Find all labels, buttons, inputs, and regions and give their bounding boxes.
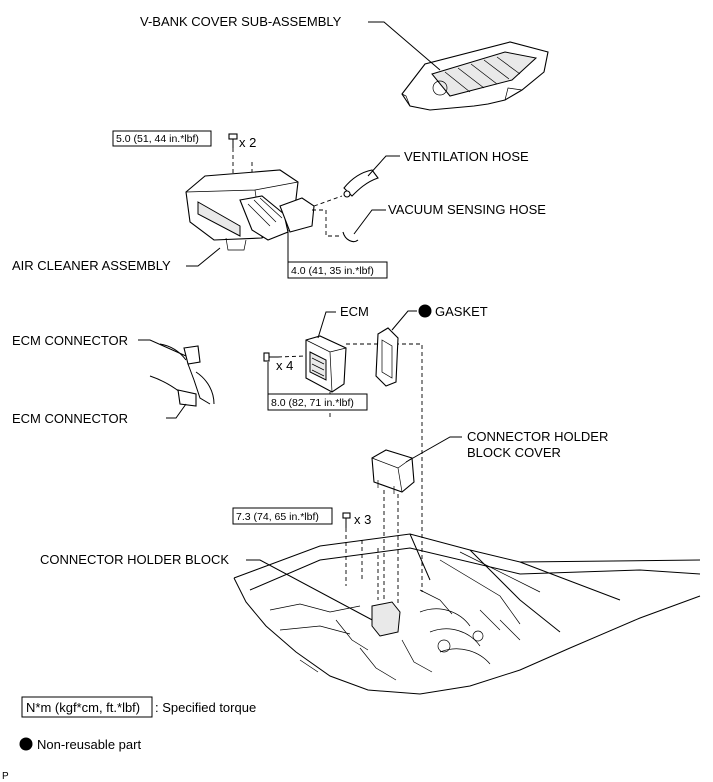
quantity-3: x 4	[276, 358, 293, 373]
ecm-connector-illustration	[149, 343, 215, 407]
label-chb-cover-2: BLOCK COVER	[467, 445, 561, 460]
label-chb: CONNECTOR HOLDER BLOCK	[40, 552, 229, 567]
ventilation-hose-illustration	[343, 169, 379, 198]
torque-value-3: 8.0 (82, 71 in.*lbf)	[271, 397, 354, 409]
ecm-illustration	[305, 335, 347, 393]
corner-mark: P	[2, 771, 9, 782]
gasket-illustration	[375, 327, 399, 387]
torque-value-4: 7.3 (74, 65 in.*lbf)	[236, 511, 319, 523]
engine-bay-illustration	[233, 533, 701, 695]
bolt-icon-3	[263, 352, 278, 362]
leader-air-cleaner	[186, 247, 221, 267]
leader-ventilation-hose	[367, 155, 400, 177]
leader-ecm-connector-2	[166, 403, 187, 419]
nonreusable-dot-gasket	[418, 304, 432, 318]
torque-box-2	[287, 261, 388, 279]
label-chb-cover-1: CONNECTOR HOLDER	[467, 429, 608, 444]
legend-nonreusable-text: Non-reusable part	[37, 737, 141, 752]
label-ecm-connector-1: ECM CONNECTOR	[12, 333, 128, 348]
nonreusable-dot-legend	[19, 737, 33, 751]
leader-chb	[246, 559, 377, 623]
label-ecm: ECM	[340, 304, 369, 319]
label-gasket: GASKET	[435, 304, 488, 319]
leader-chb-cover	[405, 436, 462, 463]
label-vacuum-hose: VACUUM SENSING HOSE	[388, 202, 546, 217]
bolt-icon-4	[342, 512, 351, 528]
air-cleaner-illustration	[185, 169, 315, 251]
leader-gasket	[391, 310, 417, 331]
bolt-path-3	[277, 355, 307, 358]
label-air-cleaner: AIR CLEANER ASSEMBLY	[12, 258, 171, 273]
legend-torque-text: : Specified torque	[155, 700, 256, 715]
bolt-icon-1	[228, 133, 238, 148]
ecm-gasket-path	[346, 343, 423, 592]
leader-vbank-cover	[368, 21, 441, 71]
vacuum-hose-path	[312, 209, 340, 237]
legend-torque-units: N*m (kgf*cm, ft.*lbf)	[26, 700, 140, 715]
vacuum-hose-illustration	[342, 231, 359, 243]
leader-ecm-connector-1	[138, 339, 187, 357]
torque-box-3	[267, 393, 368, 411]
ventilation-hose-path	[313, 195, 343, 207]
label-vbank-cover: V-BANK COVER SUB-ASSEMBLY	[140, 14, 342, 29]
torque-box-1	[112, 130, 212, 147]
label-ventilation-hose: VENTILATION HOSE	[404, 149, 529, 164]
vbank-cover-illustration	[401, 41, 549, 111]
quantity-1: x 2	[239, 135, 256, 150]
label-ecm-connector-2: ECM CONNECTOR	[12, 411, 128, 426]
quantity-4: x 3	[354, 512, 371, 527]
leader-vacuum-hose	[353, 209, 386, 235]
torque-box-4	[232, 507, 333, 525]
torque-value-1: 5.0 (51, 44 in.*lbf)	[116, 133, 199, 145]
torque-value-2: 4.0 (41, 35 in.*lbf)	[291, 265, 374, 277]
leader-ecm	[317, 311, 336, 339]
connector-holder-cover-illustration	[371, 449, 415, 494]
legend-torque-box	[21, 696, 153, 718]
